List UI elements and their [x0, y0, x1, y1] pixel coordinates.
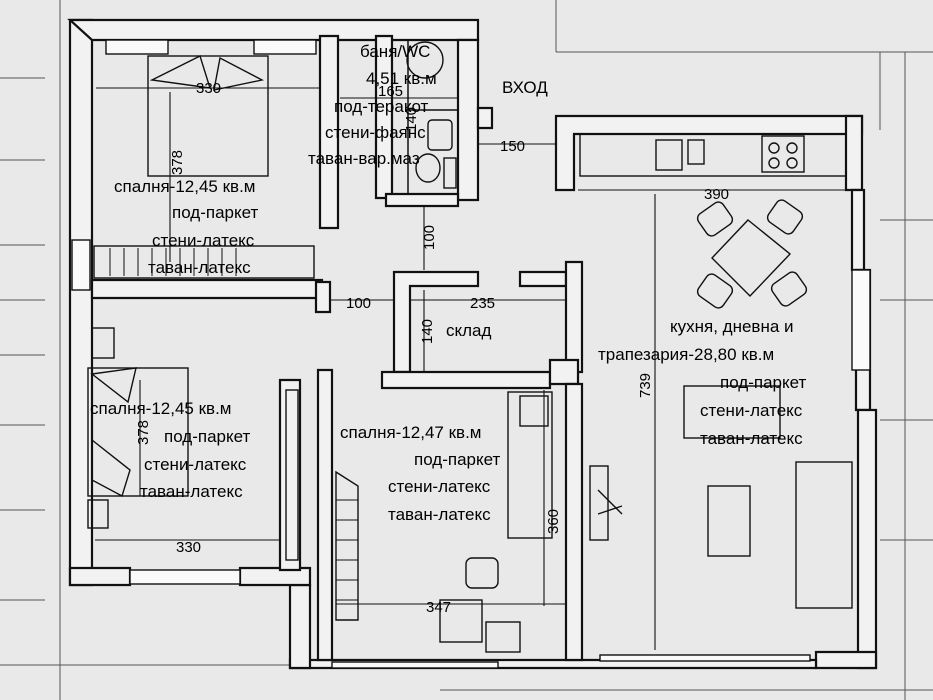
bedroom1-floor: под-паркет [172, 203, 259, 222]
bathroom-area: 4,51 кв.м [366, 69, 437, 88]
dim-bed3-depth: 360 [545, 509, 562, 534]
bedroom3-ceiling: таван-латекс [388, 505, 491, 524]
dim-hall-width: 150 [500, 138, 525, 155]
bedroom2-floor: под-паркет [164, 427, 251, 446]
kitchen-name-line1: кухня, дневна и [670, 317, 794, 336]
windows [71, 39, 871, 669]
furniture [87, 41, 853, 653]
dim-bed1-width: 330 [196, 80, 221, 97]
dimension-labels: 330 378 165 140 150 390 100 100 235 140 … [135, 80, 729, 616]
dim-corridor-horizontal: 100 [346, 295, 371, 312]
bedroom3-walls: стени-латекс [388, 477, 491, 496]
dim-bed2-width: 330 [176, 539, 201, 556]
room-labels: ВХОД баня/WC 4,51 кв.м под-теракот стени… [90, 42, 807, 524]
bedroom2-name: спалня-12,45 кв.м [90, 399, 231, 418]
dim-bed3-width: 347 [426, 599, 451, 616]
entrance-label: ВХОД [502, 78, 548, 97]
dim-storage-width: 235 [470, 295, 495, 312]
bathroom-walls: стени-фаянс [325, 123, 426, 142]
bedroom3-name: спалня-12,47 кв.м [340, 423, 481, 442]
dim-storage-depth: 140 [419, 319, 436, 344]
bedroom2-walls: стени-латекс [144, 455, 247, 474]
dim-kitchen-depth: 739 [637, 373, 654, 398]
dim-bath-width: 165 [378, 83, 403, 100]
dim-bed2-depth: 378 [135, 420, 152, 445]
kitchen-name-line2: трапезария-28,80 кв.м [598, 345, 774, 364]
bedroom2-ceiling: таван-латекс [140, 482, 243, 501]
dim-corridor-vertical: 100 [421, 225, 438, 250]
dim-bath-depth: 140 [403, 107, 420, 132]
bathroom-floor: под-теракот [334, 97, 429, 116]
bathroom-name: баня/WC [360, 42, 430, 61]
kitchen-floor: под-паркет [720, 373, 807, 392]
bedroom3-floor: под-паркет [414, 450, 501, 469]
dimension-lines [95, 87, 856, 650]
dim-kitchen-width: 390 [704, 186, 729, 203]
dim-bed1-depth: 378 [169, 150, 186, 175]
bedroom1-name: спалня-12,45 кв.м [114, 177, 255, 196]
bedroom1-ceiling: таван-латекс [148, 258, 251, 277]
bed1 [147, 55, 269, 177]
kitchen-walls: стени-латекс [700, 401, 803, 420]
bedroom1-walls: стени-латекс [152, 231, 255, 250]
storage-name: склад [446, 321, 492, 340]
kitchen-ceiling: таван-латекс [700, 429, 803, 448]
bathroom-ceiling: таван-вар.маз [308, 149, 420, 168]
